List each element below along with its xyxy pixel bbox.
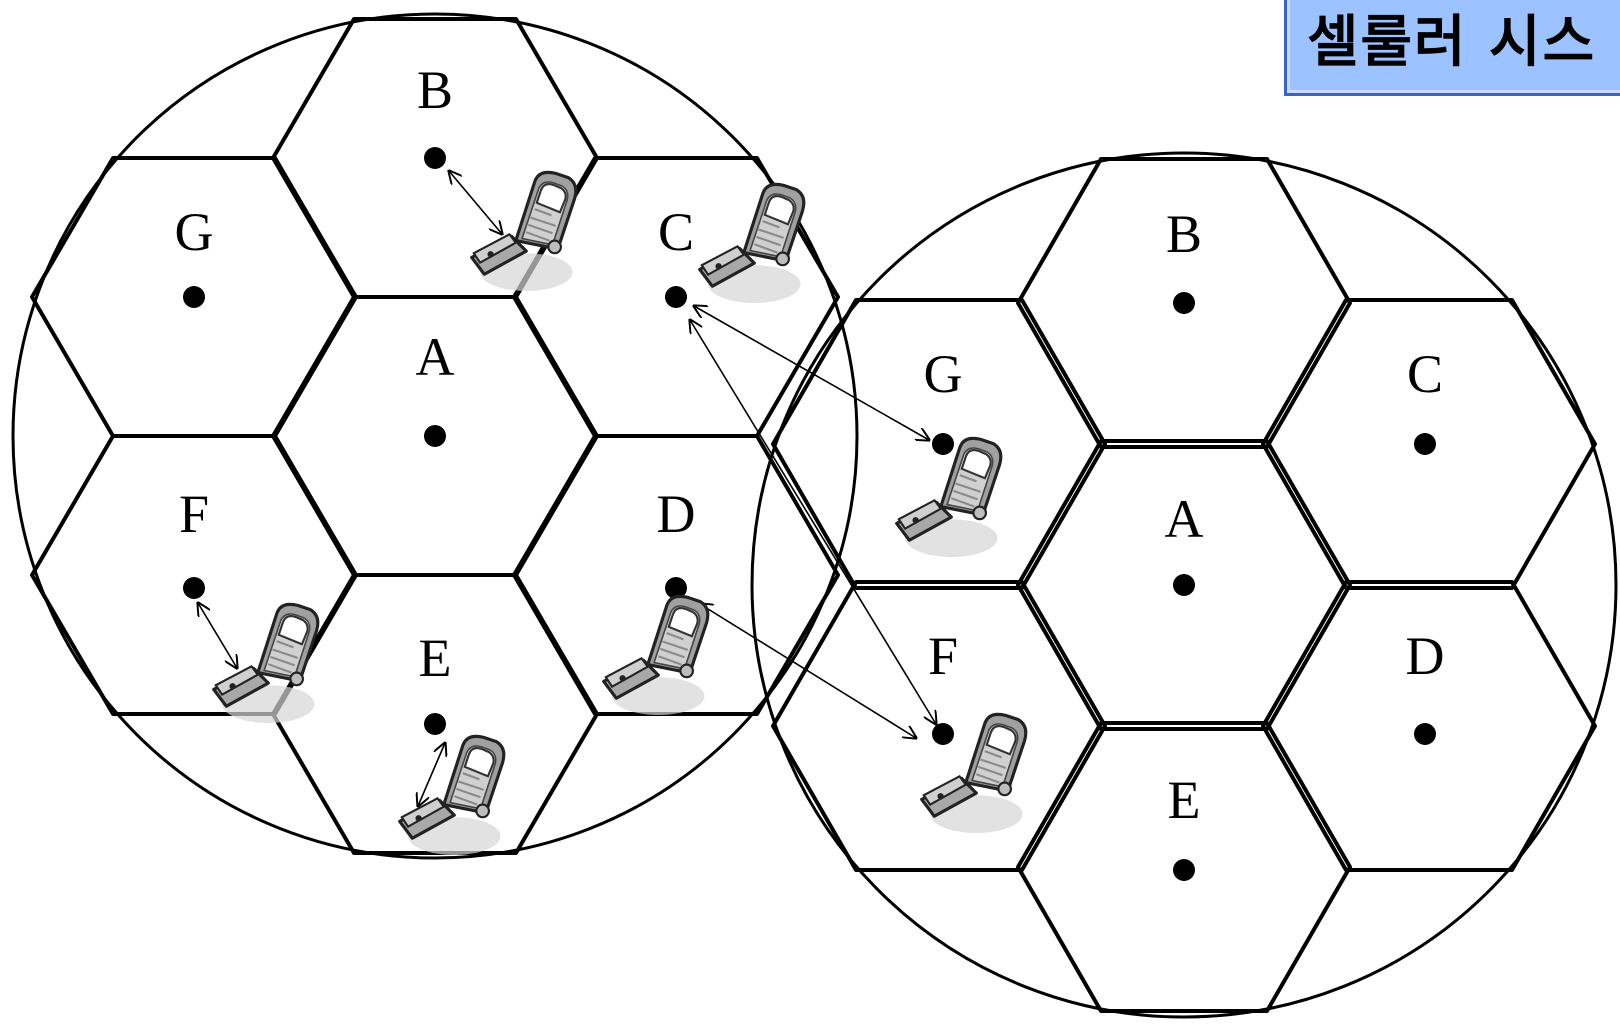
reuse-arrow-d-f <box>700 604 916 738</box>
cell-label: F <box>928 626 958 686</box>
handsets <box>212 170 1028 857</box>
link-arrow-f <box>198 603 237 668</box>
flip-phone-icon <box>895 436 1003 559</box>
base-stations <box>183 147 687 735</box>
cell-label: D <box>1406 626 1445 686</box>
base-station-f <box>183 577 205 599</box>
title-banner: 셀룰러 시스 <box>1284 0 1620 96</box>
base-station-g <box>183 286 205 308</box>
reuse-arrow-c-g <box>694 306 929 440</box>
link-arrow-e <box>418 743 445 806</box>
base-station-b <box>1173 292 1195 314</box>
base-station-b <box>424 147 446 169</box>
cell-label: D <box>657 484 696 544</box>
flip-phone-icon <box>602 594 710 717</box>
base-station-f <box>932 723 954 745</box>
base-station-d <box>665 577 687 599</box>
base-station-g <box>932 433 954 455</box>
base-station-a <box>424 425 446 447</box>
cluster-2: A B C D E F G <box>750 151 1618 1019</box>
base-stations <box>932 292 1436 881</box>
cell-label: C <box>1407 344 1443 404</box>
cell-label: E <box>1168 770 1201 830</box>
hex-cell-d <box>512 434 840 716</box>
cell-label: E <box>419 628 452 688</box>
hex-cell-d <box>1261 580 1597 872</box>
hex-cell-e <box>1016 721 1352 1013</box>
cell-label: G <box>924 344 963 404</box>
cell-label: B <box>1166 204 1202 264</box>
cell-label: G <box>175 202 214 262</box>
base-station-c <box>665 286 687 308</box>
flip-phone-icon <box>212 602 320 725</box>
link-arrow-b <box>449 171 502 234</box>
base-station-e <box>424 713 446 735</box>
cell-label: C <box>658 202 694 262</box>
base-station-a <box>1173 574 1195 596</box>
flip-phone-icon <box>398 734 506 857</box>
hex-cell-g <box>30 156 358 438</box>
flip-phone-icon <box>470 170 578 293</box>
title-text: 셀룰러 시스 <box>1307 10 1597 75</box>
cell-label: A <box>1165 489 1204 549</box>
base-station-e <box>1173 859 1195 881</box>
connection-arrows <box>198 171 936 806</box>
hex-cell-c <box>1261 298 1597 590</box>
cell-label: B <box>417 60 453 120</box>
base-station-d <box>1414 723 1436 745</box>
base-station-c <box>1414 433 1436 455</box>
cell-label: A <box>416 327 455 387</box>
cell-label: F <box>179 484 209 544</box>
hex-cell-f <box>30 434 358 716</box>
flip-phone-icon <box>698 182 806 305</box>
cluster-1: A B C D E F G <box>11 12 859 860</box>
